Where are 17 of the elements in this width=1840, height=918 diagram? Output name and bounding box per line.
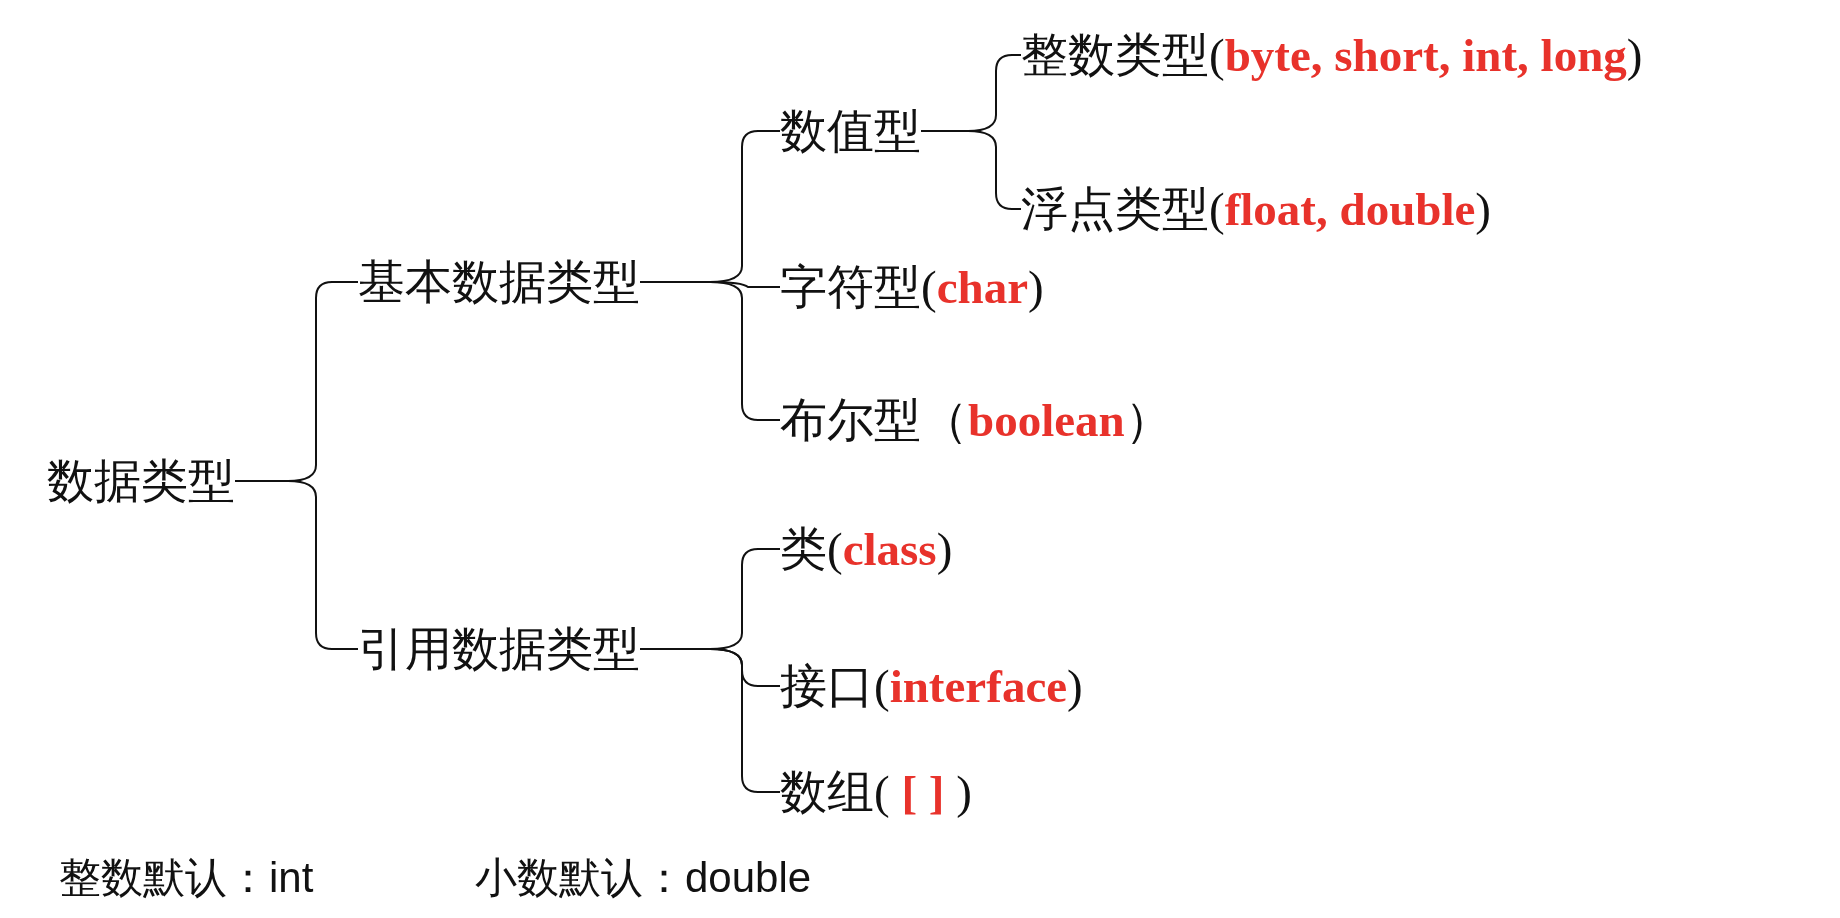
brace-connector [234,480,359,650]
note-text: 小数默认：double [475,853,812,903]
category-label: 字符型(char) [780,260,1044,314]
category-label: 整数类型(byte, short, int, long) [1021,28,1643,82]
category-label: 引用数据类型 [358,622,640,676]
category-label: 布尔型（boolean） [780,393,1172,447]
category-label: 接口(interface) [780,659,1083,713]
category-label: 数组( [ ] ) [780,765,972,819]
category-label: 类(class) [780,522,953,576]
brace-connector [639,281,781,421]
note-text: 整数默认：int [59,853,314,903]
category-label: 数值型 [780,104,921,158]
category-label: 浮点类型(float, double) [1021,182,1491,236]
brace-connector [639,648,781,793]
category-label: 基本数据类型 [358,255,640,309]
brace-connector [920,130,1022,210]
category-label: 数据类型 [47,454,235,508]
